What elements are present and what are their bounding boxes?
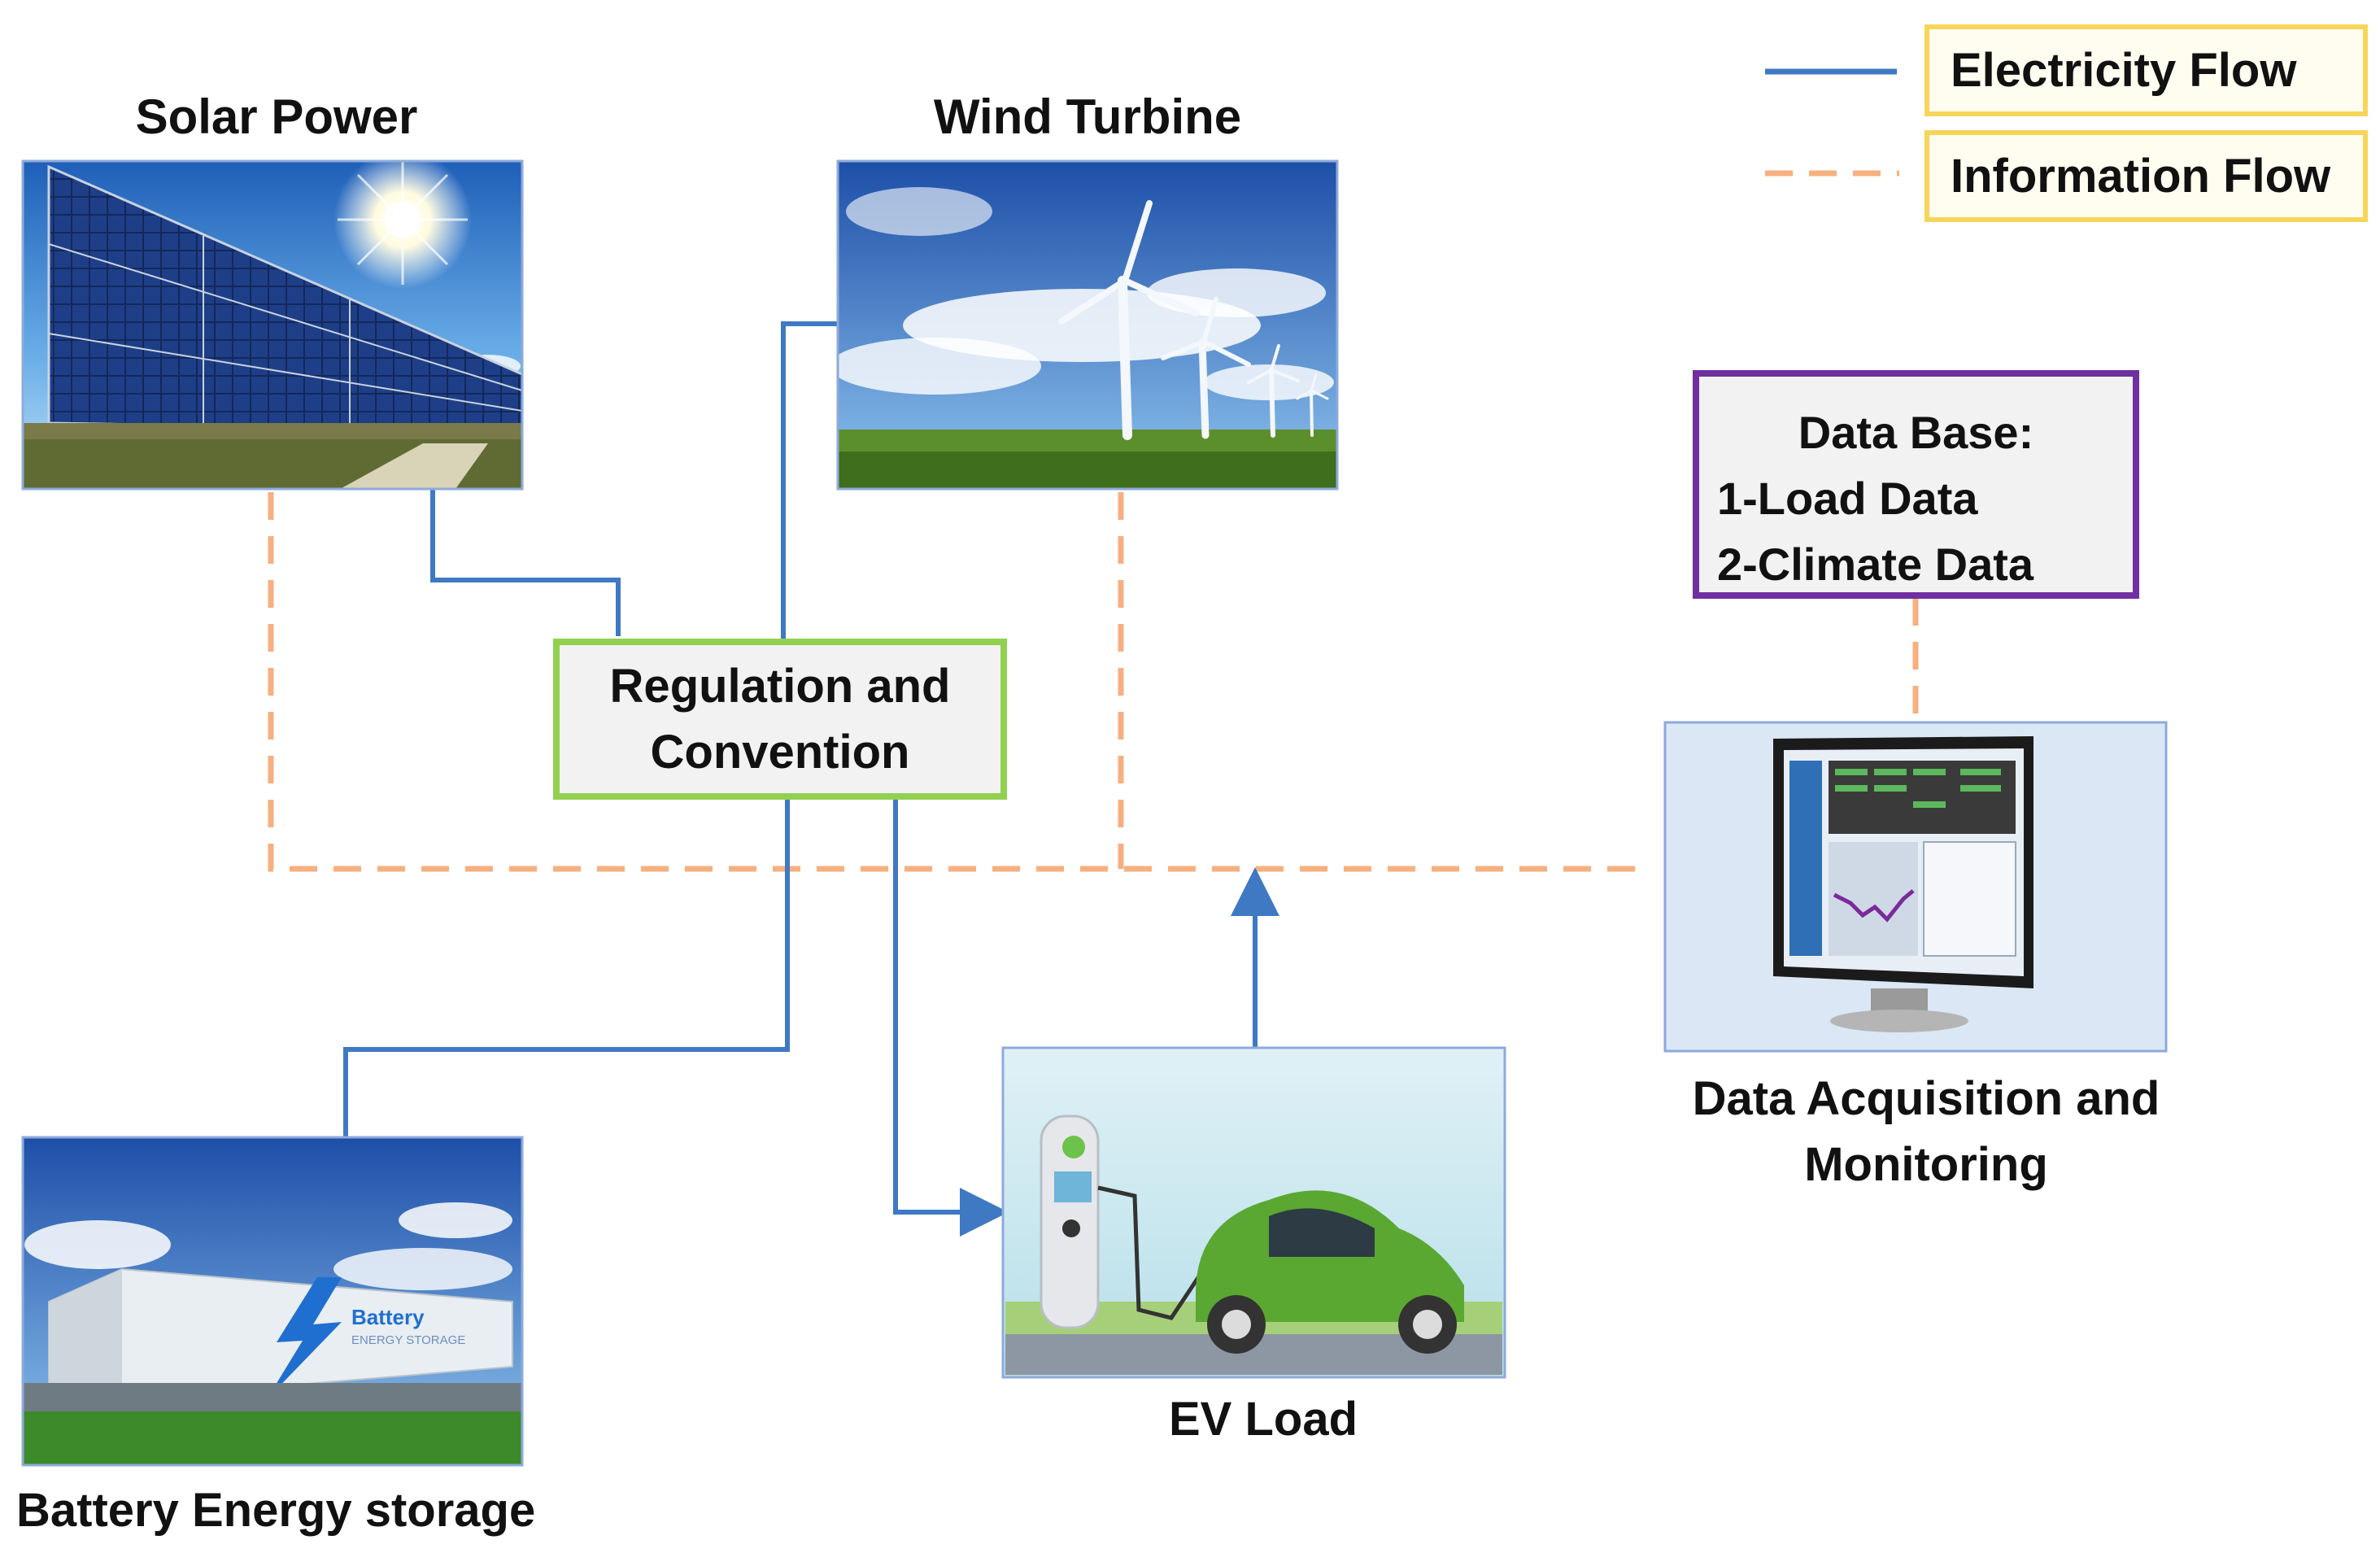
ev-load-image: [1001, 1046, 1506, 1379]
regulation-line-2: Convention: [650, 726, 910, 779]
battery-storage-label: Battery Energy storage: [16, 1484, 536, 1537]
solar-power-label: Solar Power: [135, 89, 418, 144]
wind-turbine-image: [830, 159, 1339, 491]
legend-electricity-flow: Electricity Flow: [1924, 24, 2368, 116]
database-item-climate: 2-Climate Data: [1717, 539, 2034, 591]
regulation-box: Regulation and Convention: [553, 639, 1007, 800]
monitoring-line-1: Data Acquisition and: [1692, 1072, 2160, 1125]
elec-line-battery: [343, 800, 790, 1137]
monitoring-line-2: Monitoring: [1804, 1138, 2048, 1192]
battery-storage-image: Battery ENERGY STORAGE: [21, 1136, 524, 1467]
database-box: Data Base: 1-Load Data 2-Climate Data: [1693, 370, 2139, 599]
legend-electricity-label: Electricity Flow: [1951, 44, 2297, 97]
elec-line-wind: [781, 321, 839, 651]
elec-line-ev: [893, 797, 1009, 1237]
battery-sign-text: Battery: [351, 1305, 425, 1329]
database-item-load: 1-Load Data: [1717, 473, 1978, 525]
electricity-flow-lines: [343, 321, 1279, 1237]
solar-power-image: [21, 151, 524, 491]
ev-load-label: EV Load: [1168, 1393, 1358, 1446]
regulation-line-1: Regulation and: [609, 659, 951, 713]
information-flow-lines: [268, 492, 1919, 872]
wind-turbine-label: Wind Turbine: [933, 89, 1242, 144]
battery-sign-subtext: ENERGY STORAGE: [351, 1333, 465, 1347]
monitoring-label: Data Acquisition and Monitoring: [1665, 1066, 2187, 1197]
database-title: Data Base:: [1798, 407, 2034, 458]
info-line-solar: [268, 492, 1651, 872]
legend-information-label: Information Flow: [1951, 150, 2331, 203]
legend-information-flow: Information Flow: [1924, 130, 2368, 222]
elec-line-solar: [430, 490, 621, 636]
monitoring-image: [1663, 721, 2168, 1053]
